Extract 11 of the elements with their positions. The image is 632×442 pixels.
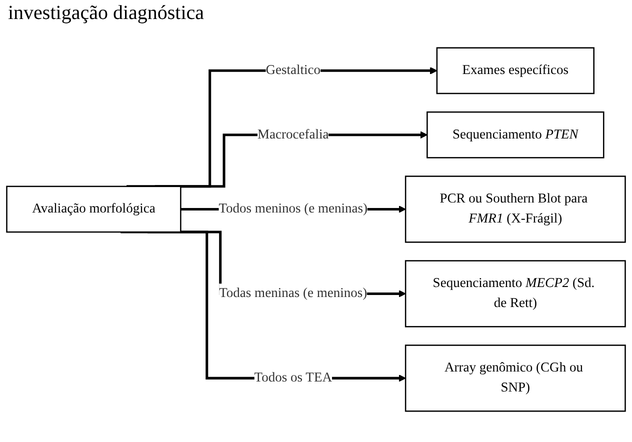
diagram-title: investigação diagnóstica <box>8 2 206 25</box>
edge-label: Gestaltico <box>266 63 321 78</box>
edge-label: Todos os TEA <box>254 370 332 385</box>
node-box: Array genômico (CGh ou SNP) <box>404 344 626 412</box>
node-box: Exames específicos <box>436 47 594 94</box>
node-box: Sequenciamento MECP2 (Sd. de Rett) <box>404 260 626 328</box>
edge-label: Todas meninas (e meninos) <box>219 286 368 300</box>
edge-label: Macrocefalia <box>257 127 329 142</box>
node-box: Avaliação morfológica <box>6 186 182 233</box>
edge-label: Todos meninos (e meninas) <box>218 202 368 216</box>
node-box: PCR ou Southern Blot para FMR1 (X-Frágil) <box>404 176 626 243</box>
